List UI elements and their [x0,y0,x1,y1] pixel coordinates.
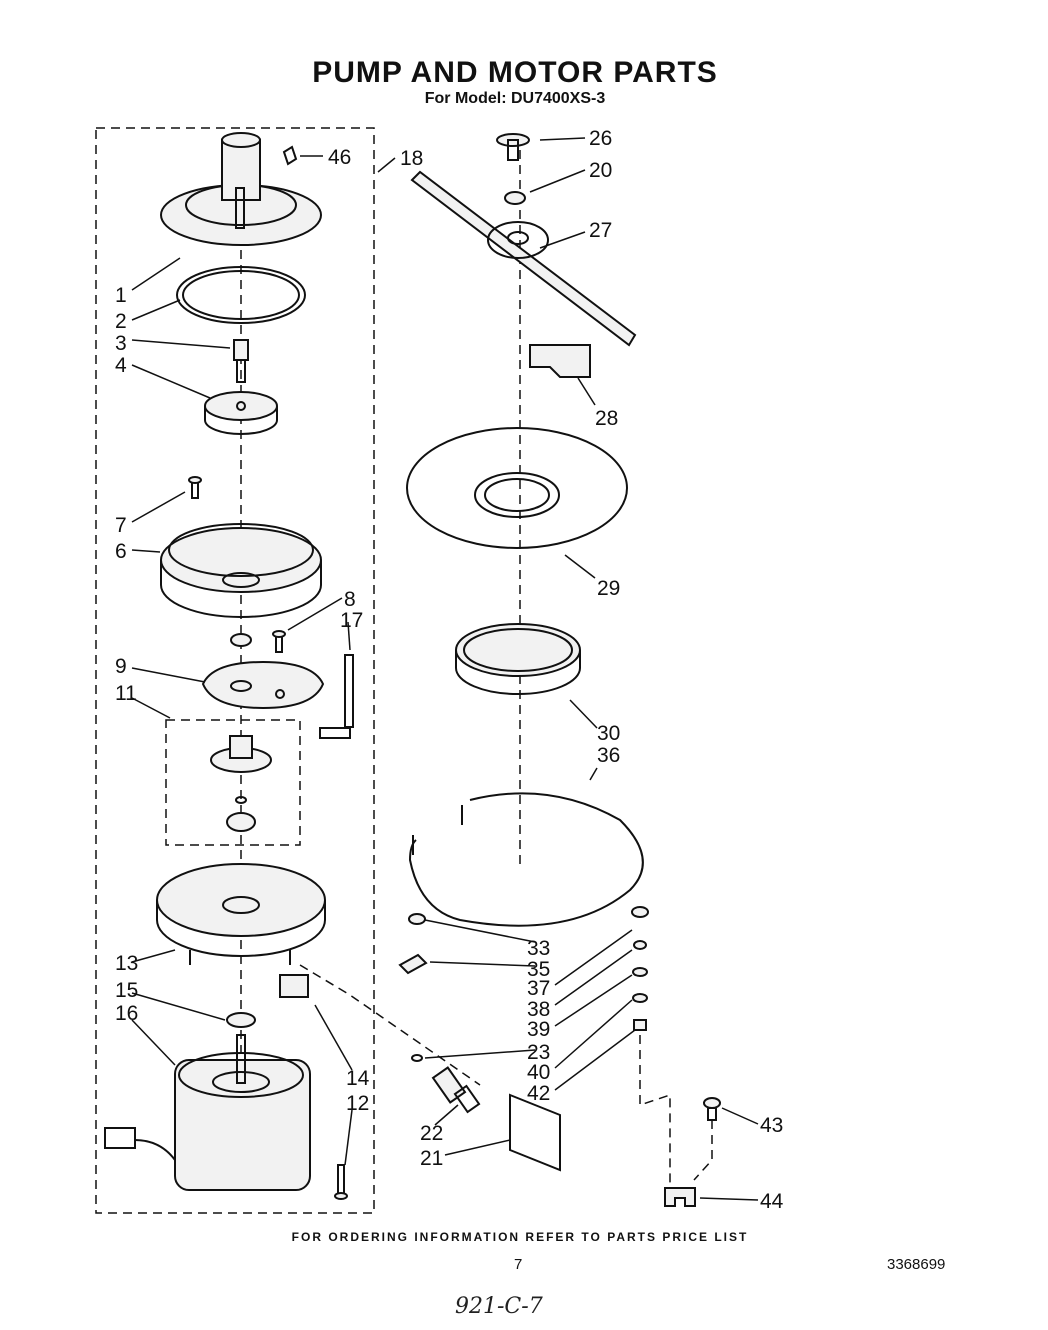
handwritten-note: 921-C-7 [455,1294,543,1319]
diaphragm-4 [204,391,278,435]
callout-21: 21 [420,1147,443,1170]
callout-30: 30 [597,722,620,745]
callout-38: 38 [527,998,550,1021]
callout-18: 18 [400,147,423,170]
page-title: PUMP AND MOTOR PARTS [312,56,718,89]
fitting-43 [703,1097,721,1121]
clip-14 [279,974,309,998]
callout-6: 6 [115,540,127,563]
heating-element-36 [408,792,644,927]
callout-17: 17 [340,609,363,632]
callout-43: 43 [760,1114,783,1137]
callout-9: 9 [115,655,127,678]
o-ring-23 [411,1054,423,1062]
washer-15 [226,1012,256,1028]
motor-16 [104,1034,311,1191]
callout-35: 35 [527,958,550,981]
callout-28: 28 [595,407,618,430]
screw-8 [272,630,286,653]
callout-20: 20 [589,159,612,182]
callout-7: 7 [115,514,127,537]
callout-1: 1 [115,284,127,307]
callout-26: 26 [589,127,612,150]
callout-15: 15 [115,979,138,1002]
ring-30 [455,623,581,695]
callout-3: 3 [115,332,127,355]
pump-housing-top [160,132,322,246]
callout-40: 40 [527,1061,550,1084]
screw-12 [334,1164,348,1200]
callout-37: 37 [527,977,550,1000]
callout-46: 46 [328,146,351,169]
stem-3 [233,339,249,383]
callout-39: 39 [527,1018,550,1041]
callout-23: 23 [527,1041,550,1064]
spray-arm-27 [410,170,637,347]
model-subtitle: For Model: DU7400XS-3 [424,90,606,107]
hardware-37-42 [631,906,649,1031]
o-ring-2 [176,266,306,324]
callout-8: 8 [344,588,356,611]
clip-46 [282,145,298,166]
pump-body-6 [160,523,322,618]
page-number: 7 [514,1256,523,1273]
bracket-28 [529,344,591,378]
motor-mount-13 [156,863,326,965]
callout-11: 11 [115,682,137,705]
callout-4: 4 [115,354,127,377]
leader-lines [131,137,759,1201]
callout-29: 29 [597,577,620,600]
impeller-subassembly-boundary [165,719,301,846]
callout-14: 14 [346,1067,370,1090]
bracket-plate-21 [509,1093,561,1172]
impeller-11 [210,735,272,832]
connector-22 [431,1066,481,1114]
washer-20 [504,191,526,205]
washer-33 [408,913,426,925]
motor-assembly-boundary [95,127,375,1214]
callout-16: 16 [115,1002,138,1025]
document-number: 3368699 [887,1256,946,1273]
rod-17 [319,654,354,739]
callout-12: 12 [346,1092,369,1115]
bracket-35 [398,953,428,975]
cap-26 [496,133,530,161]
callout-27: 27 [589,219,612,242]
washer [230,633,252,647]
disc-29 [406,427,628,549]
callout-36: 36 [597,744,620,767]
callout-13: 13 [115,952,138,975]
screw-7 [188,476,202,499]
plate-9 [201,660,325,710]
callout-42: 42 [527,1082,550,1105]
bracket-44 [664,1187,696,1207]
callout-22: 22 [420,1122,443,1145]
ordering-note: FOR ORDERING INFORMATION REFER TO PARTS … [291,1230,749,1244]
callout-44: 44 [760,1190,784,1213]
callout-2: 2 [115,310,127,333]
callout-33: 33 [527,937,550,960]
